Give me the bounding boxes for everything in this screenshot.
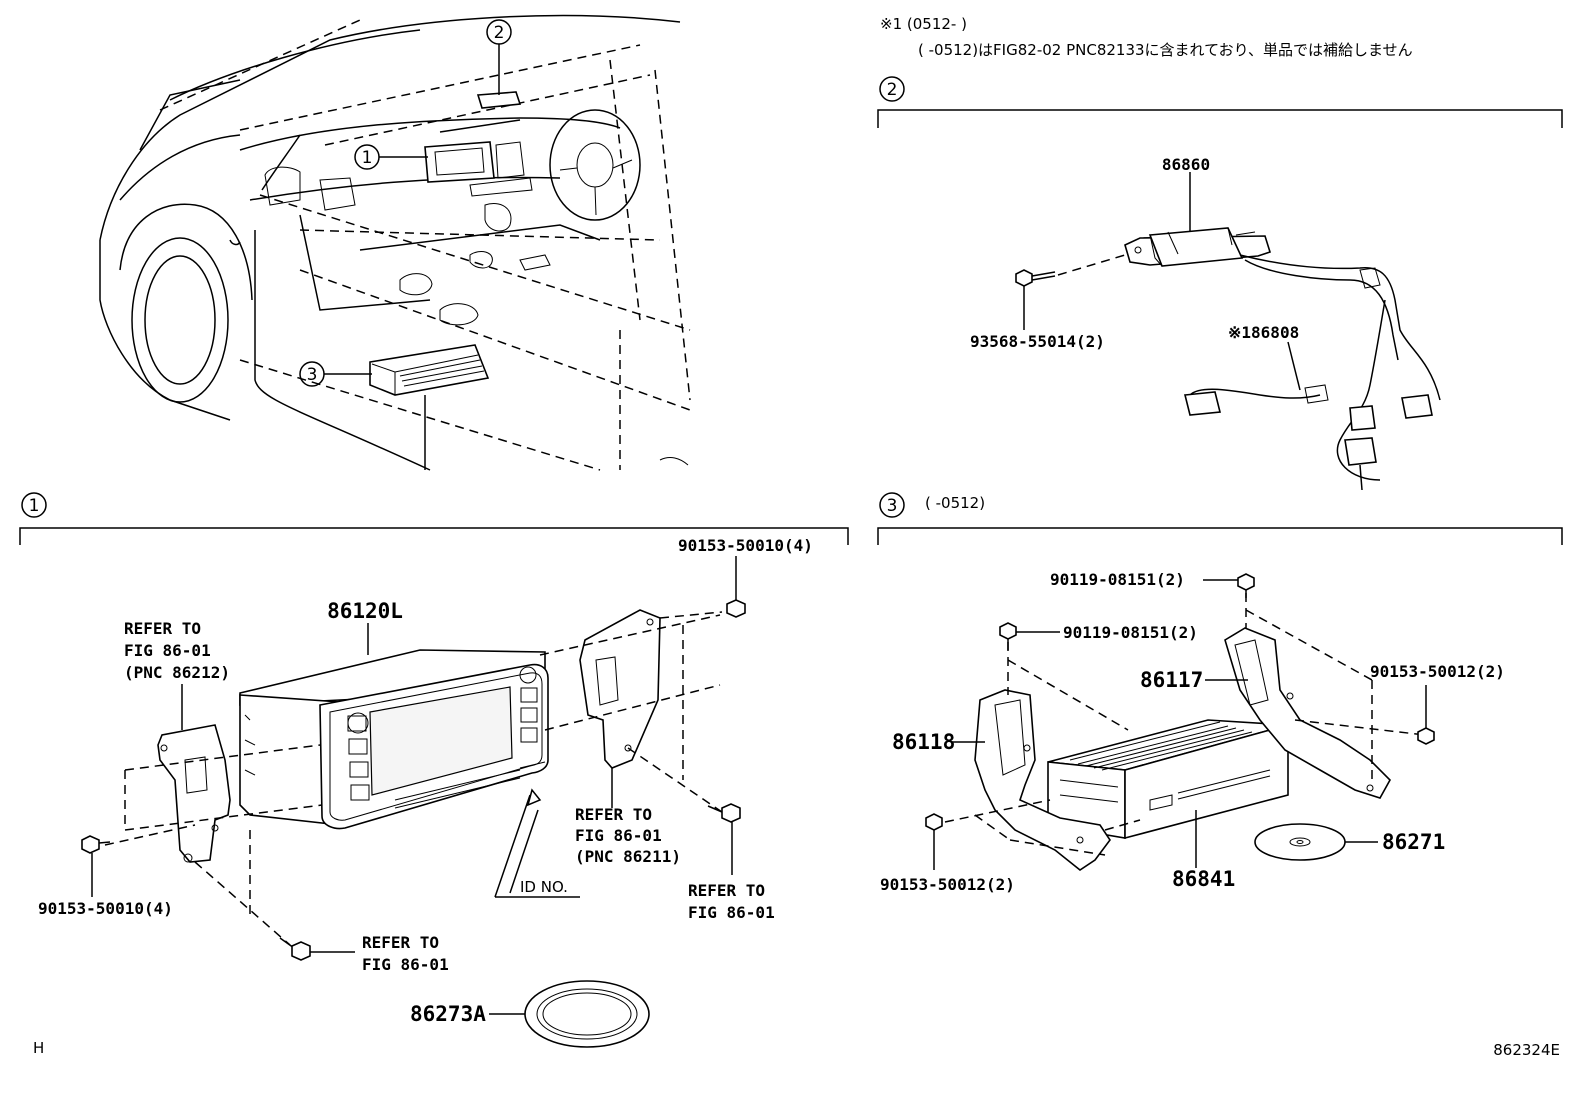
- disc-86271: [1254, 823, 1378, 861]
- right-bracket: [579, 609, 661, 769]
- label-90153-50010-right: 90153-50010(4): [678, 536, 813, 555]
- bracket-86118: [974, 689, 1111, 871]
- refer-left-line1: REFER TO: [124, 619, 201, 638]
- note-line-2: ( -0512)はFIG82-02 PNC82133に含まれており、単品では補給…: [918, 41, 1413, 59]
- nav-unit-86120L: [239, 649, 549, 830]
- refer-left-line3: (PNC 86212): [124, 663, 230, 682]
- label-86118: 86118: [892, 730, 955, 754]
- section3-assembly-lines: [944, 593, 1426, 856]
- svg-text:1: 1: [29, 496, 40, 516]
- section-1-header: 1: [19, 492, 849, 545]
- label-90153-50010-left: 90153-50010(4): [38, 899, 173, 918]
- label-86841: 86841: [1172, 867, 1235, 891]
- svg-text:3: 3: [307, 365, 318, 385]
- refer-right-line2: FIG 86-01: [688, 903, 775, 922]
- id-no-indicator: [494, 788, 580, 898]
- label-86120L: 86120L: [327, 599, 403, 623]
- label-id-no: ID NO.: [520, 878, 568, 896]
- refer-right-line1: REFER TO: [688, 881, 765, 900]
- bolt-90153-50012-right: [1417, 685, 1435, 745]
- svg-text:2: 2: [494, 23, 505, 43]
- overview-callout-3: 3: [299, 361, 372, 387]
- section1-assembly-lines: [104, 611, 723, 946]
- label-90119-mid: 90119-08151(2): [1063, 623, 1198, 642]
- disc-86273A: [489, 980, 650, 1048]
- note-line-1: ※1 (0512- ): [880, 15, 967, 33]
- refer-mid-line3: (PNC 86211): [575, 847, 681, 866]
- label-86271: 86271: [1382, 830, 1445, 854]
- label-86117: 86117: [1140, 668, 1203, 692]
- label-86808: ※186808: [1228, 323, 1299, 342]
- label-86860: 86860: [1162, 155, 1210, 174]
- label-90153-50012-left: 90153-50012(2): [880, 875, 1015, 894]
- dvd-player-86841: [1047, 719, 1289, 840]
- section-3-header: 3: [877, 492, 1563, 545]
- svg-text:3: 3: [887, 496, 898, 516]
- label-90153-50012-right: 90153-50012(2): [1370, 662, 1505, 681]
- screw-refer-right: [707, 803, 741, 875]
- section-2-header: 2: [877, 76, 1563, 128]
- bolt-90153-50012-left: [925, 813, 943, 870]
- car-overview-illustration: [99, 14, 691, 471]
- overview-callout-2: 2: [486, 19, 512, 95]
- bolt-90119-mid: [999, 622, 1060, 650]
- screw-90153-50010-right: [726, 556, 746, 618]
- screw-90153-50010-left: [81, 835, 111, 897]
- label-90119-top: 90119-08151(2): [1050, 570, 1185, 589]
- bolt-93568: [1015, 254, 1126, 330]
- refer-mid-line2: FIG 86-01: [575, 826, 662, 845]
- label-86273A: 86273A: [410, 1002, 486, 1026]
- svg-text:2: 2: [887, 80, 898, 100]
- screw-refer-bottom: [279, 937, 355, 961]
- footer-left-mark: H: [33, 1039, 44, 1057]
- bolt-90119-top: [1203, 573, 1255, 598]
- section-3-note: ( -0512): [925, 494, 985, 512]
- bracket-86117: [1224, 627, 1391, 799]
- refer-mid-line1: REFER TO: [575, 805, 652, 824]
- svg-text:1: 1: [362, 148, 373, 168]
- figure-code: 862324E: [1493, 1041, 1560, 1059]
- refer-bottom-line1: REFER TO: [362, 933, 439, 952]
- refer-left-line2: FIG 86-01: [124, 641, 211, 660]
- refer-bottom-line2: FIG 86-01: [362, 955, 449, 974]
- antenna-module-86860: [1124, 227, 1441, 491]
- label-93568: 93568-55014(2): [970, 332, 1105, 351]
- left-bracket: [157, 724, 231, 863]
- overview-callout-1: 1: [354, 144, 428, 170]
